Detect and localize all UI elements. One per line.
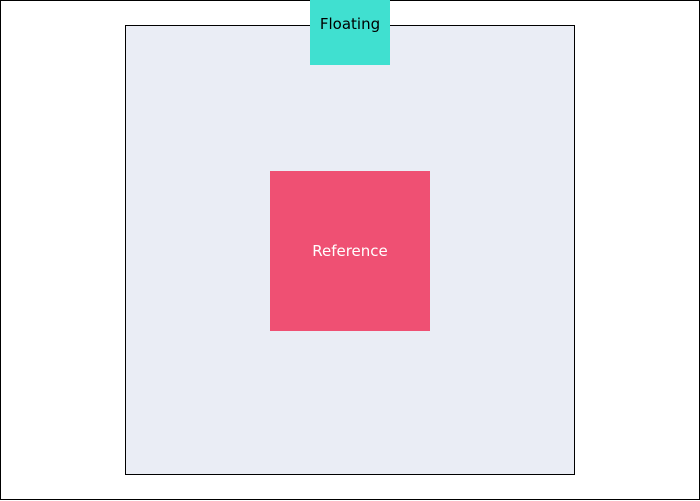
floating-element: Floating [310, 0, 390, 65]
reference-label: Reference [312, 241, 388, 260]
floating-label: Floating [319, 15, 381, 33]
reference-element[interactable]: Reference [270, 171, 430, 331]
